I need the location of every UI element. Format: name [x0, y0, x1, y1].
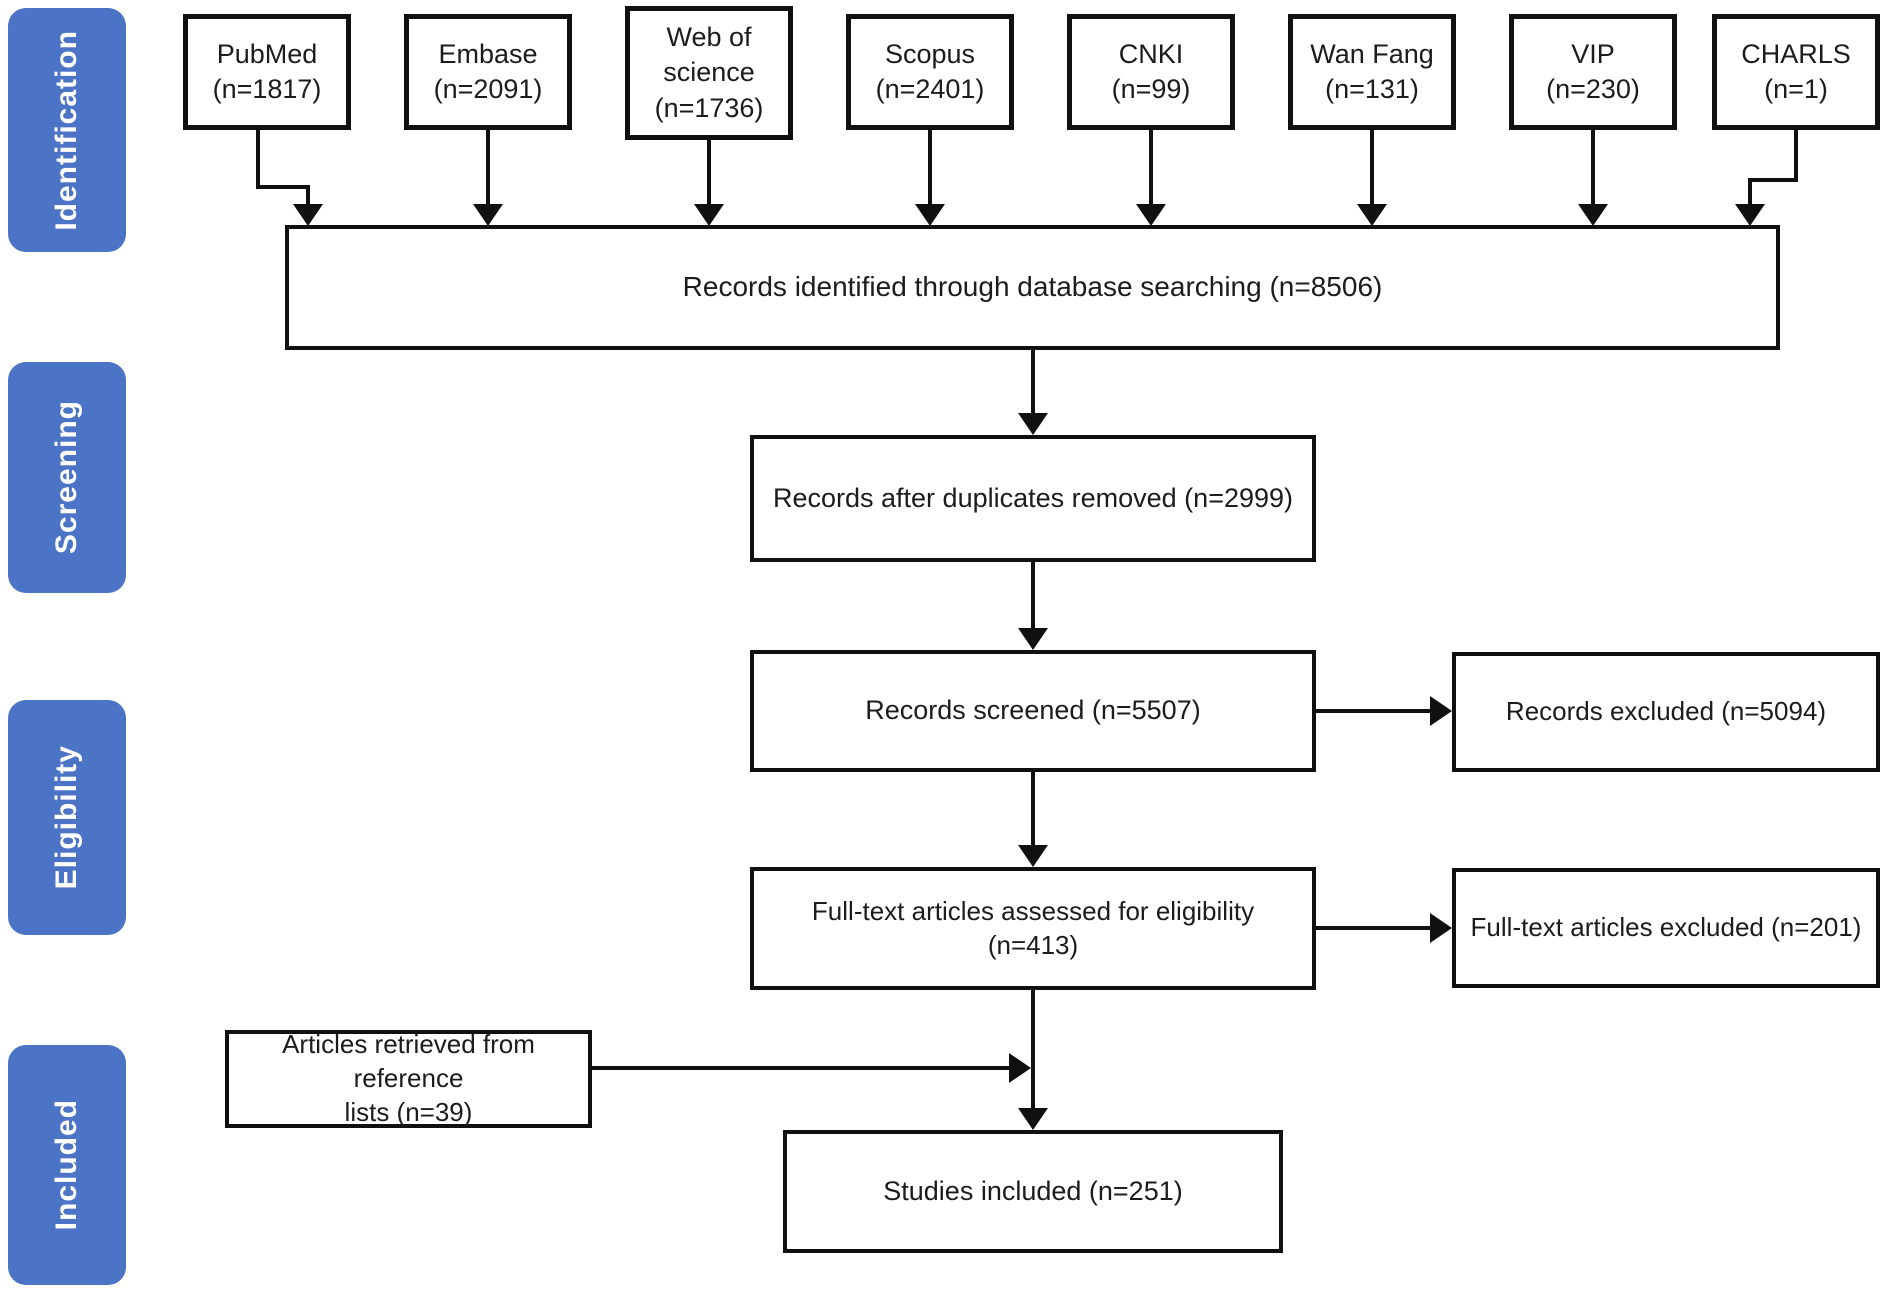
arrowhead-duplicates-to-screened: [1018, 628, 1048, 650]
arrowhead-screened-to-excluded: [1430, 696, 1452, 726]
box-label: Records screened (n=5507): [865, 695, 1201, 726]
stage-ribbon-identification: Identification: [8, 8, 126, 252]
source-name: Web of science: [663, 22, 755, 88]
source-name: CNKI: [1118, 38, 1184, 69]
source-box-embase: Embase (n=2091): [404, 14, 572, 130]
stage-ribbon-included: Included: [8, 1045, 126, 1285]
arrow-reference-to-mainline: [592, 1066, 1009, 1070]
source-count: (n=99): [1111, 74, 1191, 104]
box-label: lists (n=39): [344, 1096, 473, 1127]
source-box-scopus: Scopus (n=2401): [846, 14, 1014, 130]
box-label: Articles retrieved from reference: [282, 1029, 535, 1094]
arrow-screened-to-fulltext: [1031, 772, 1035, 845]
arrowhead-scopus: [915, 204, 945, 226]
box-records-identified: Records identified through database sear…: [285, 225, 1780, 350]
source-name: CHARLS: [1741, 38, 1851, 69]
box-records-excluded: Records excluded (n=5094): [1452, 652, 1880, 772]
box-studies-included: Studies included (n=251): [783, 1130, 1283, 1253]
source-box-cnki: CNKI (n=99): [1067, 14, 1235, 130]
stage-ribbon-eligibility: Eligibility: [8, 700, 126, 935]
arrowhead-cnki: [1136, 204, 1166, 226]
source-box-web-of-science: Web of science (n=1736): [625, 6, 793, 140]
arrow-fulltext-to-included: [1031, 990, 1035, 1108]
source-name: VIP: [1571, 38, 1615, 69]
source-count: (n=2401): [875, 74, 985, 104]
arrowhead-vip: [1578, 204, 1608, 226]
arrowhead-fulltext-to-included: [1018, 1108, 1048, 1130]
source-box-wan-fang: Wan Fang (n=131): [1288, 14, 1456, 130]
box-records-screened: Records screened (n=5507): [750, 650, 1316, 772]
source-count: (n=131): [1325, 74, 1419, 104]
arrow-embase: [486, 130, 490, 206]
box-label: Full-text articles assessed for eligibil…: [811, 895, 1255, 926]
arrow-vip: [1591, 130, 1595, 206]
arrow-pubmed: [256, 130, 260, 189]
arrowhead-identified-to-duplicates: [1018, 413, 1048, 435]
arrowhead-fulltext-to-excluded: [1430, 913, 1452, 943]
arrow-scopus: [928, 130, 932, 206]
source-count: (n=230): [1546, 74, 1640, 104]
box-label: Records identified through database sear…: [682, 271, 1383, 303]
arrow-duplicates-to-screened: [1031, 562, 1035, 628]
arrow-identified-to-duplicates: [1031, 350, 1035, 415]
box-label: Records after duplicates removed (n=2999…: [772, 482, 1294, 513]
source-count: (n=2091): [433, 74, 543, 104]
box-count: (n=413): [987, 929, 1079, 960]
box-label: Records excluded (n=5094): [1505, 696, 1827, 727]
arrow-wan-fang: [1370, 130, 1374, 206]
box-duplicates-removed: Records after duplicates removed (n=2999…: [750, 435, 1316, 562]
stage-label: Screening: [50, 400, 83, 555]
source-name: PubMed: [216, 38, 318, 69]
source-count: (n=1): [1764, 74, 1828, 104]
source-box-vip: VIP (n=230): [1509, 14, 1677, 130]
arrowhead-screened-to-fulltext: [1018, 845, 1048, 867]
arrowhead-embase: [473, 204, 503, 226]
arrow-web-of-science: [707, 140, 711, 206]
arrow-pubmed: [306, 185, 310, 206]
box-label: Studies included (n=251): [883, 1175, 1183, 1206]
box-fulltext-excluded: Full-text articles excluded (n=201): [1452, 868, 1880, 988]
arrowhead-pubmed: [293, 204, 323, 226]
arrowhead-wan-fang: [1357, 204, 1387, 226]
arrowhead-charls: [1735, 204, 1765, 226]
arrow-fulltext-to-excluded: [1316, 926, 1432, 930]
stage-label: Included: [50, 1099, 83, 1231]
arrowhead-reference-to-mainline: [1009, 1053, 1031, 1083]
source-name: Scopus: [884, 38, 976, 69]
source-count: (n=1736): [654, 92, 764, 123]
arrow-charls: [1748, 178, 1798, 182]
source-name: Embase: [438, 38, 538, 69]
arrow-charls: [1794, 130, 1798, 182]
box-fulltext-assessed: Full-text articles assessed for eligibil…: [750, 867, 1316, 990]
arrow-pubmed: [256, 185, 310, 189]
stage-label: Eligibility: [50, 745, 83, 890]
stage-label: Identification: [50, 29, 83, 231]
source-name: Wan Fang: [1310, 38, 1434, 69]
source-box-pubmed: PubMed (n=1817): [183, 14, 351, 130]
box-reference-lists: Articles retrieved from reference lists …: [225, 1029, 592, 1128]
arrow-screened-to-excluded: [1316, 709, 1432, 713]
box-label: Full-text articles excluded (n=201): [1470, 912, 1862, 943]
source-count: (n=1817): [212, 74, 322, 104]
source-box-charls: CHARLS (n=1): [1712, 14, 1880, 130]
arrow-charls: [1748, 178, 1752, 206]
arrowhead-web-of-science: [694, 204, 724, 226]
arrow-cnki: [1149, 130, 1153, 206]
stage-ribbon-screening: Screening: [8, 362, 126, 593]
